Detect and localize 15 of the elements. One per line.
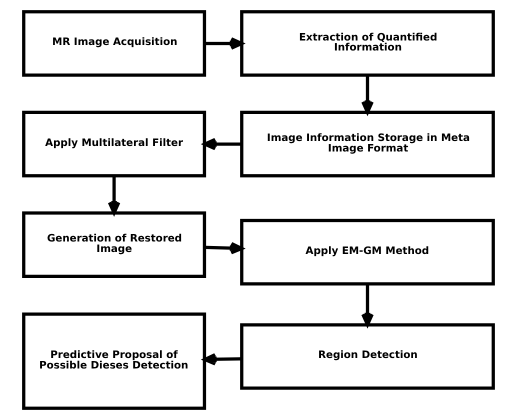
arrow (108, 176, 120, 214)
node-box: Extraction of Quantified Information (240, 10, 495, 77)
node-box: Predictive Proposal of Possible Dieses Detection (22, 312, 206, 410)
arrow (361, 75, 374, 114)
arrow (203, 353, 242, 366)
arrow (204, 242, 244, 254)
node-box: Image Information Storage in Meta Image Format (240, 110, 495, 178)
arrow (203, 138, 242, 150)
node-box: Apply EM-GM Method (240, 218, 495, 286)
node-box: MR Image Acquisition (22, 10, 206, 77)
node-box: Region Detection (240, 323, 495, 390)
node-box: Apply Multilateral Filter (22, 110, 206, 178)
arrow (204, 37, 244, 50)
node-box: Generation of Restored Image (22, 211, 206, 278)
arrow (361, 284, 374, 326)
